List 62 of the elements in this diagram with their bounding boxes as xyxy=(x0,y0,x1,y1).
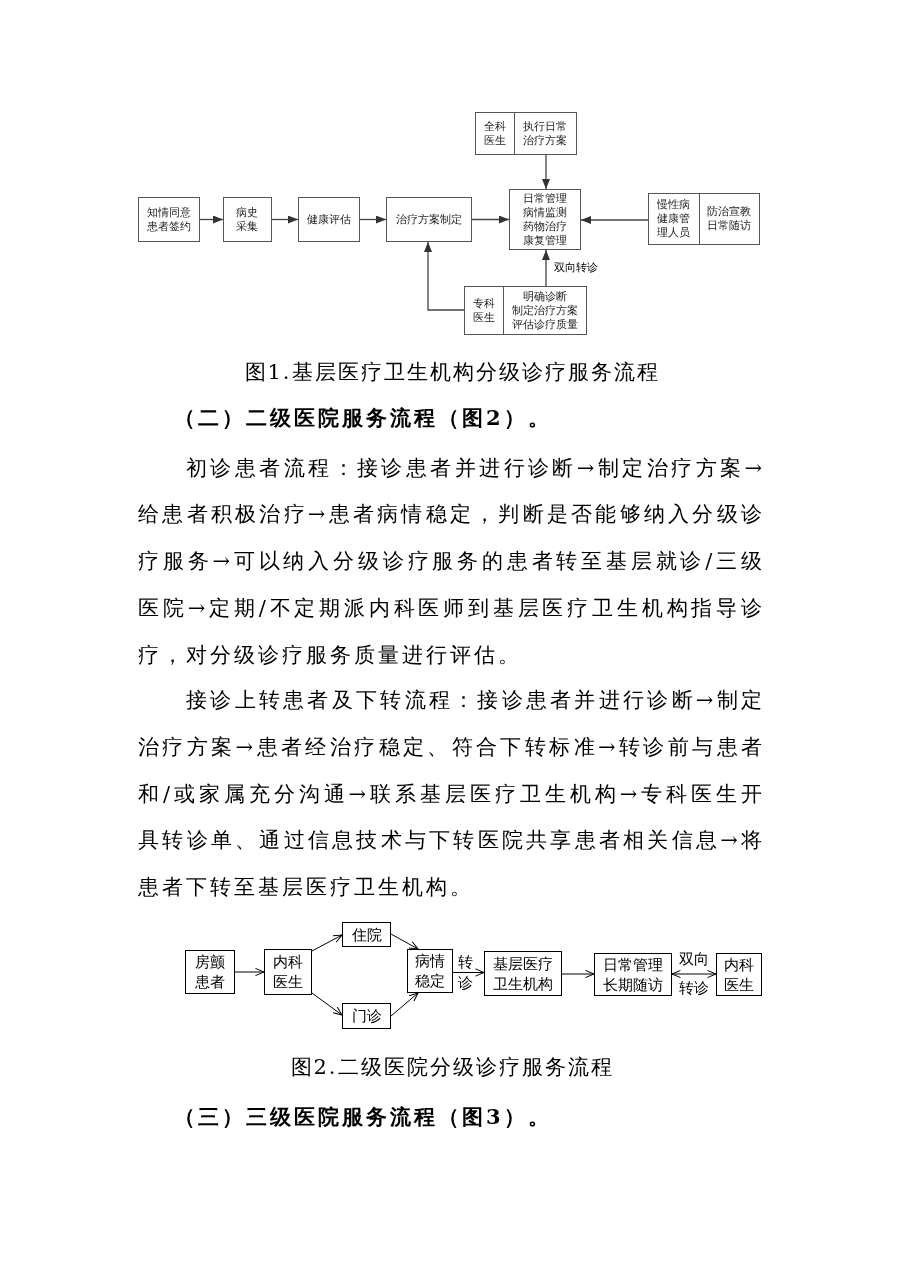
process-box xyxy=(223,197,272,242)
role-text: 慢性病健康管理人员 xyxy=(657,198,691,240)
step-text: 病情稳定 xyxy=(414,951,446,991)
arrow xyxy=(311,934,343,952)
step-text: 内科医生 xyxy=(723,954,755,995)
step-text: 日常管理长期随访 xyxy=(602,954,664,995)
role-task-box xyxy=(475,112,577,155)
figure-caption: 图1.基层医疗卫生机构分级诊疗服务流程 xyxy=(244,359,660,386)
body-paragraph: 接诊上转患者及下转流程：接诊患者并进行诊断→制定治疗方案→患者经治疗稳定、符合下转标准→转诊前与患者和/或家属充分沟通→联系基层医疗卫生机构→专科医生开具转诊单、通过信息技术与下转医院共享患者相关信息→将患者下转至基层医疗卫生机构。 xyxy=(138,687,765,902)
process-box xyxy=(509,189,581,250)
role-task-box xyxy=(648,193,760,245)
edge-label: 双向转诊 xyxy=(679,948,710,999)
process-box xyxy=(716,953,762,996)
task-text: 药物治疗 xyxy=(523,219,567,234)
task-text: 防治宣教 xyxy=(707,205,751,219)
process-box xyxy=(407,949,453,993)
arrow xyxy=(390,992,419,1017)
arrow xyxy=(580,216,649,224)
task-text: 评估诊疗质量 xyxy=(511,317,578,332)
process-box xyxy=(342,922,391,947)
arrow xyxy=(271,215,299,224)
role-text: 全科医生 xyxy=(483,119,507,148)
step-text: 基层医疗卫生机构 xyxy=(492,953,554,994)
task-text: 日常随访 xyxy=(707,219,751,233)
arrow xyxy=(199,215,224,224)
process-box xyxy=(264,949,312,995)
process-box xyxy=(185,950,235,994)
edge-label: 双向转诊 xyxy=(554,261,598,275)
step-text: 房颤患者 xyxy=(194,952,226,992)
process-box xyxy=(342,1003,391,1029)
arrow xyxy=(542,249,550,287)
task-text: 病情监测 xyxy=(523,205,567,220)
step-text: 健康评估 xyxy=(307,212,351,227)
role-task-box xyxy=(464,286,587,335)
arrow xyxy=(311,992,343,1016)
section-heading: （二）二级医院服务流程（图2）。 xyxy=(174,404,552,432)
step-text: 知情同意患者签约 xyxy=(146,205,192,234)
task-text: 明确诊断 xyxy=(522,289,567,304)
step-text: 病史采集 xyxy=(236,205,259,234)
task-text: 康复管理 xyxy=(523,233,567,248)
process-box xyxy=(594,953,672,996)
role-text: 专科医生 xyxy=(472,296,496,325)
step-text: 内科医生 xyxy=(272,952,304,992)
task-text: 执行日常治疗方案 xyxy=(522,119,568,148)
arrow xyxy=(390,933,419,950)
process-box xyxy=(484,951,562,996)
arrow xyxy=(542,154,550,190)
process-box xyxy=(298,197,360,242)
step-text: 住院 xyxy=(351,924,382,945)
task-text: 制定治疗方案 xyxy=(511,303,578,318)
arrow xyxy=(424,241,465,311)
process-box xyxy=(386,197,472,242)
step-text: 门诊 xyxy=(351,1006,382,1026)
section-heading: （三）三级医院服务流程（图3）。 xyxy=(174,1103,552,1131)
figure-caption: 图2.二级医院分级诊疗服务流程 xyxy=(290,1054,614,1081)
process-box xyxy=(138,197,200,242)
step-text: 治疗方案制定 xyxy=(396,212,462,227)
arrow xyxy=(471,215,510,224)
arrow xyxy=(359,215,387,224)
body-paragraph: 初诊患者流程：接诊患者并进行诊断→制定治疗方案→给患者积极治疗→患者病情稳定，判断是否能够纳入分级诊疗服务→可以纳入分级诊疗服务的患者转至基层就诊/三级医院→定期/不定期派内科医师到基层医疗卫生机构指导诊疗，对分级诊疗服务质量进行评估。 xyxy=(138,454,765,669)
task-text: 日常管理 xyxy=(523,191,567,206)
edge-label: 转诊 xyxy=(458,952,474,994)
